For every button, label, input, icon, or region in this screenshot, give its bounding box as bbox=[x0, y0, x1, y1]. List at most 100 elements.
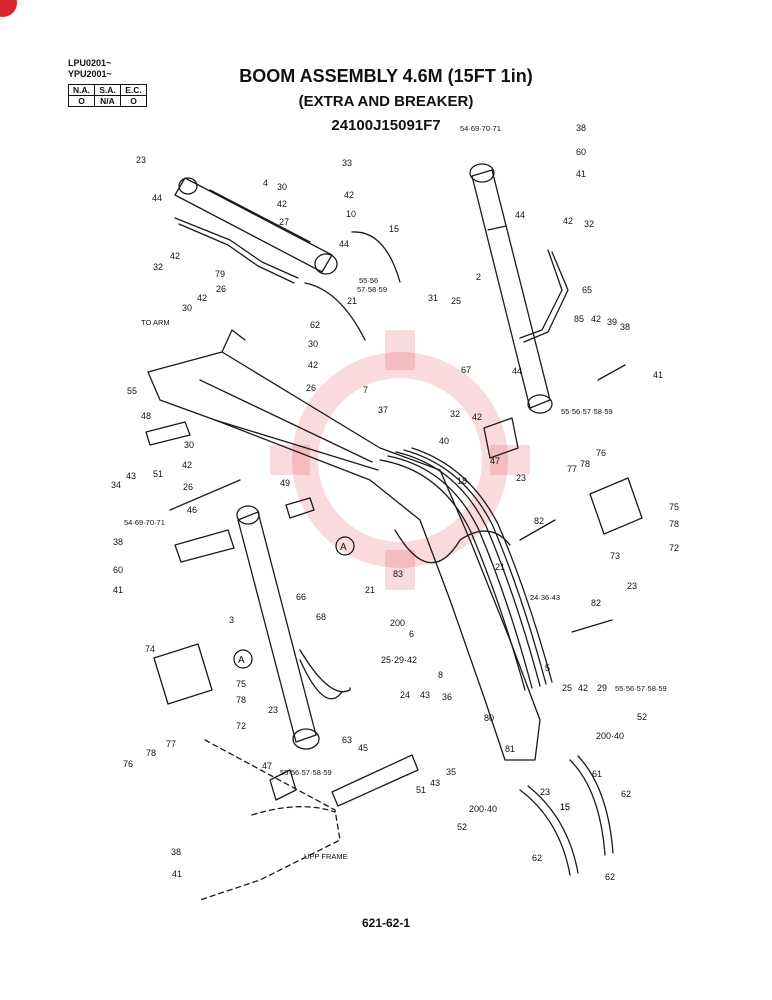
callout-label: 48 bbox=[141, 411, 151, 421]
section-ref-a: A bbox=[335, 536, 355, 556]
callout-label: 25 bbox=[451, 296, 461, 306]
callout-label: 42 bbox=[578, 683, 588, 693]
serial-line: LPU0201~ bbox=[68, 58, 112, 68]
callout-label: 81 bbox=[505, 744, 515, 754]
callout-label: 46 bbox=[187, 505, 197, 515]
callout-label: 24 bbox=[400, 690, 410, 700]
callout-label: 42 bbox=[472, 412, 482, 422]
callout-label: 82 bbox=[591, 598, 601, 608]
callout-label: 200·40 bbox=[596, 731, 624, 741]
callout-label: 40 bbox=[439, 436, 449, 446]
callout-label: 23 bbox=[136, 155, 146, 165]
callout-label: 6 bbox=[409, 629, 414, 639]
callout-label: 51 bbox=[416, 785, 426, 795]
callout-label: 75 bbox=[669, 502, 679, 512]
callout-label: 21 bbox=[495, 562, 505, 572]
callout-label: 78 bbox=[236, 695, 246, 705]
callout-label: 15 bbox=[389, 224, 399, 234]
callout-label: 49 bbox=[280, 478, 290, 488]
callout-label: 55·56·57·58·59 bbox=[561, 407, 613, 416]
callout-label: 26 bbox=[216, 284, 226, 294]
callout-label: 38 bbox=[576, 123, 586, 133]
callout-label: 30 bbox=[277, 182, 287, 192]
callout-label: 25·29·42 bbox=[381, 655, 417, 665]
callout-label: 38 bbox=[171, 847, 181, 857]
callout-label: 54·69·70·71 bbox=[460, 124, 501, 133]
callout-label: 32 bbox=[153, 262, 163, 272]
callout-label: 47 bbox=[262, 761, 272, 771]
callout-label: 60 bbox=[113, 565, 123, 575]
serial-range: LPU0201~ YPU2001~ bbox=[68, 58, 112, 80]
callout-label: 62 bbox=[605, 872, 615, 882]
callout-label: 63 bbox=[342, 735, 352, 745]
section-ref-label: A bbox=[238, 655, 245, 666]
note-upp-frame: UPP FRAME bbox=[304, 852, 348, 861]
table-value-ec: O bbox=[120, 95, 147, 107]
watermark-logo bbox=[292, 352, 508, 568]
callout-label: 55 bbox=[127, 386, 137, 396]
callout-label: 2 bbox=[476, 272, 481, 282]
callout-label: 73 bbox=[610, 551, 620, 561]
callout-label: 39 bbox=[607, 317, 617, 327]
callout-label: 38 bbox=[113, 537, 123, 547]
callout-label: 57·58·59 bbox=[357, 285, 387, 294]
callout-label: 68 bbox=[316, 612, 326, 622]
callout-label: 42 bbox=[591, 314, 601, 324]
callout-label: 15 bbox=[560, 802, 570, 812]
callout-label: 42 bbox=[344, 190, 354, 200]
callout-label: 23 bbox=[540, 787, 550, 797]
section-ref-label: A bbox=[340, 542, 347, 553]
callout-label: 5 bbox=[545, 663, 550, 673]
callout-label: 42 bbox=[563, 216, 573, 226]
callout-label: 80 bbox=[484, 713, 494, 723]
section-ref-a: A bbox=[233, 649, 253, 669]
callout-label: 42 bbox=[182, 460, 192, 470]
callout-label: 82 bbox=[534, 516, 544, 526]
serial-line: YPU2001~ bbox=[68, 69, 112, 79]
corner-marker-icon bbox=[0, 0, 17, 17]
callout-label: 45 bbox=[358, 743, 368, 753]
callout-label: 44 bbox=[515, 210, 525, 220]
callout-label: 61 bbox=[592, 769, 602, 779]
callout-label: 44 bbox=[152, 193, 162, 203]
callout-label: 43 bbox=[430, 778, 440, 788]
callout-label: 85 bbox=[574, 314, 584, 324]
callout-label: 52 bbox=[637, 712, 647, 722]
callout-label: 76 bbox=[596, 448, 606, 458]
callout-label: 52 bbox=[457, 822, 467, 832]
callout-label: 38 bbox=[620, 322, 630, 332]
callout-label: 79 bbox=[215, 269, 225, 279]
callout-label: 25 bbox=[562, 683, 572, 693]
callout-label: 55·56·57·58·59 bbox=[615, 684, 667, 693]
callout-label: 44 bbox=[512, 366, 522, 376]
callout-label: 32 bbox=[584, 219, 594, 229]
callout-label: 67 bbox=[461, 365, 471, 375]
callout-label: 32 bbox=[450, 409, 460, 419]
callout-label: 74 bbox=[145, 644, 155, 654]
callout-label: 41 bbox=[576, 169, 586, 179]
callout-label: 43 bbox=[420, 690, 430, 700]
page-number: 621-62-1 bbox=[361, 916, 411, 930]
callout-label: 200 bbox=[390, 618, 405, 628]
callout-label: 55·56·57·58·59 bbox=[280, 768, 332, 777]
callout-label: 21 bbox=[365, 585, 375, 595]
callout-label: 26 bbox=[306, 383, 316, 393]
callout-label: 65 bbox=[582, 285, 592, 295]
callout-label: 24·36·43 bbox=[530, 593, 560, 602]
callout-label: 7 bbox=[363, 385, 368, 395]
assembly-part-number: 24100J15091F7 bbox=[331, 117, 441, 134]
applicability-table: N.A. S.A. E.C. O N/A O bbox=[68, 84, 147, 107]
callout-label: 78 bbox=[146, 748, 156, 758]
callout-label: 43 bbox=[126, 471, 136, 481]
callout-label: 41 bbox=[172, 869, 182, 879]
callout-label: 23 bbox=[516, 473, 526, 483]
page-subtitle: (EXTRA AND BREAKER) bbox=[298, 93, 474, 110]
callout-label: 21 bbox=[347, 296, 357, 306]
callout-label: 54·69·70·71 bbox=[124, 518, 165, 527]
callout-label: 47 bbox=[490, 456, 500, 466]
callout-label: 26 bbox=[183, 482, 193, 492]
callout-label: 8 bbox=[438, 670, 443, 680]
callout-label: 62 bbox=[310, 320, 320, 330]
note-to-arm: TO ARM bbox=[141, 318, 170, 327]
